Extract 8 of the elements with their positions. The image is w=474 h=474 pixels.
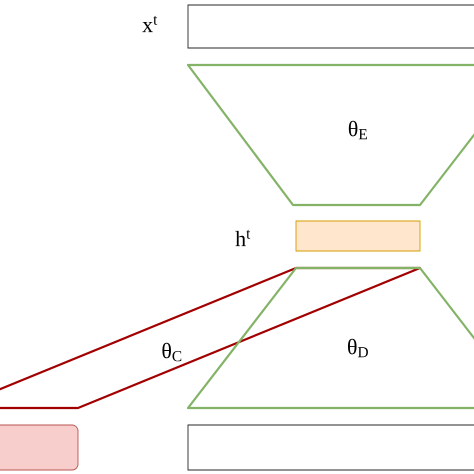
decoder-trapezoid: θ$_{D}$ <box>186 266 474 410</box>
output-bar <box>0 424 78 470</box>
node-label: h$^{t}$ <box>235 230 250 246</box>
latent-bar: h$^{t}$ <box>235 220 420 252</box>
reconstruction-bar <box>188 424 474 470</box>
input-bar: x$^{t}$ <box>142 4 474 48</box>
encoder-trapezoid: θ$_{E}$ <box>186 64 474 206</box>
node-label: x$^{t}$ <box>142 16 158 32</box>
